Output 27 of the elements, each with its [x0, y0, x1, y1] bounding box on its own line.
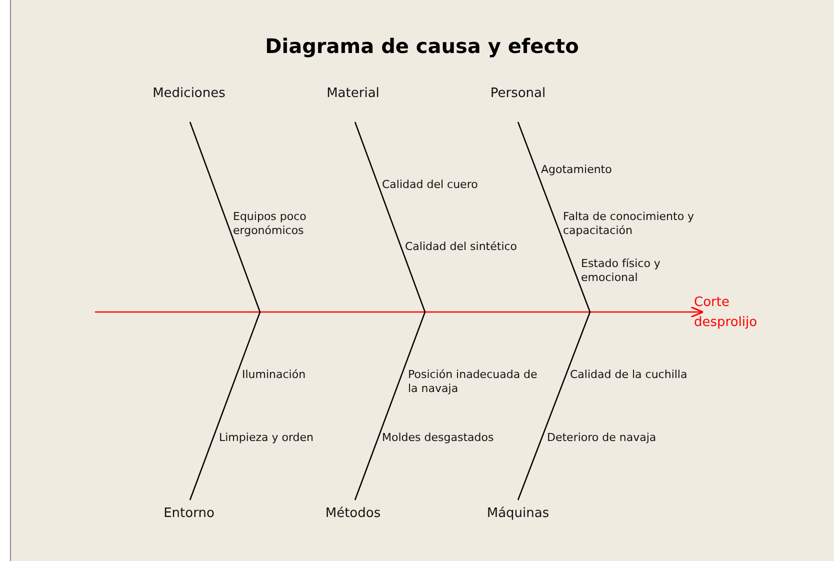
cause-label: Calidad del sintético — [405, 240, 518, 254]
cause-label: Estado físico y emocional — [581, 257, 662, 285]
diagram-title: Diagrama de causa y efecto — [264, 34, 580, 58]
cause-label: Deterioro de navaja — [547, 431, 656, 445]
effect-label: Corte desprolijo — [694, 293, 764, 333]
bone-line — [354, 122, 426, 312]
category-label: Métodos — [312, 506, 394, 521]
cause-label: Limpieza y orden — [219, 431, 314, 445]
bone-line — [517, 122, 591, 312]
category-label: Máquinas — [477, 506, 559, 521]
cause-label: Equipos poco ergonómicos — [233, 210, 308, 238]
cause-label: Iluminación — [242, 368, 306, 382]
category-label: Mediciones — [148, 86, 230, 101]
cause-label: Posición inadecuada de la navaja — [408, 368, 538, 396]
bone-line — [354, 312, 426, 500]
bone-line — [517, 312, 591, 500]
cause-label: Calidad del cuero — [382, 178, 478, 192]
cause-label: Falta de conocimiento y capacitación — [563, 210, 696, 238]
category-label: Material — [312, 86, 394, 101]
category-label: Entorno — [148, 506, 230, 521]
cause-label: Agotamiento — [541, 163, 612, 177]
spine-arrow — [95, 306, 704, 318]
bone-line — [189, 122, 261, 312]
cause-label: Calidad de la cuchilla — [570, 368, 688, 382]
bone-line — [189, 312, 261, 500]
category-label: Personal — [477, 86, 559, 101]
cause-label: Moldes desgastados — [382, 431, 494, 445]
